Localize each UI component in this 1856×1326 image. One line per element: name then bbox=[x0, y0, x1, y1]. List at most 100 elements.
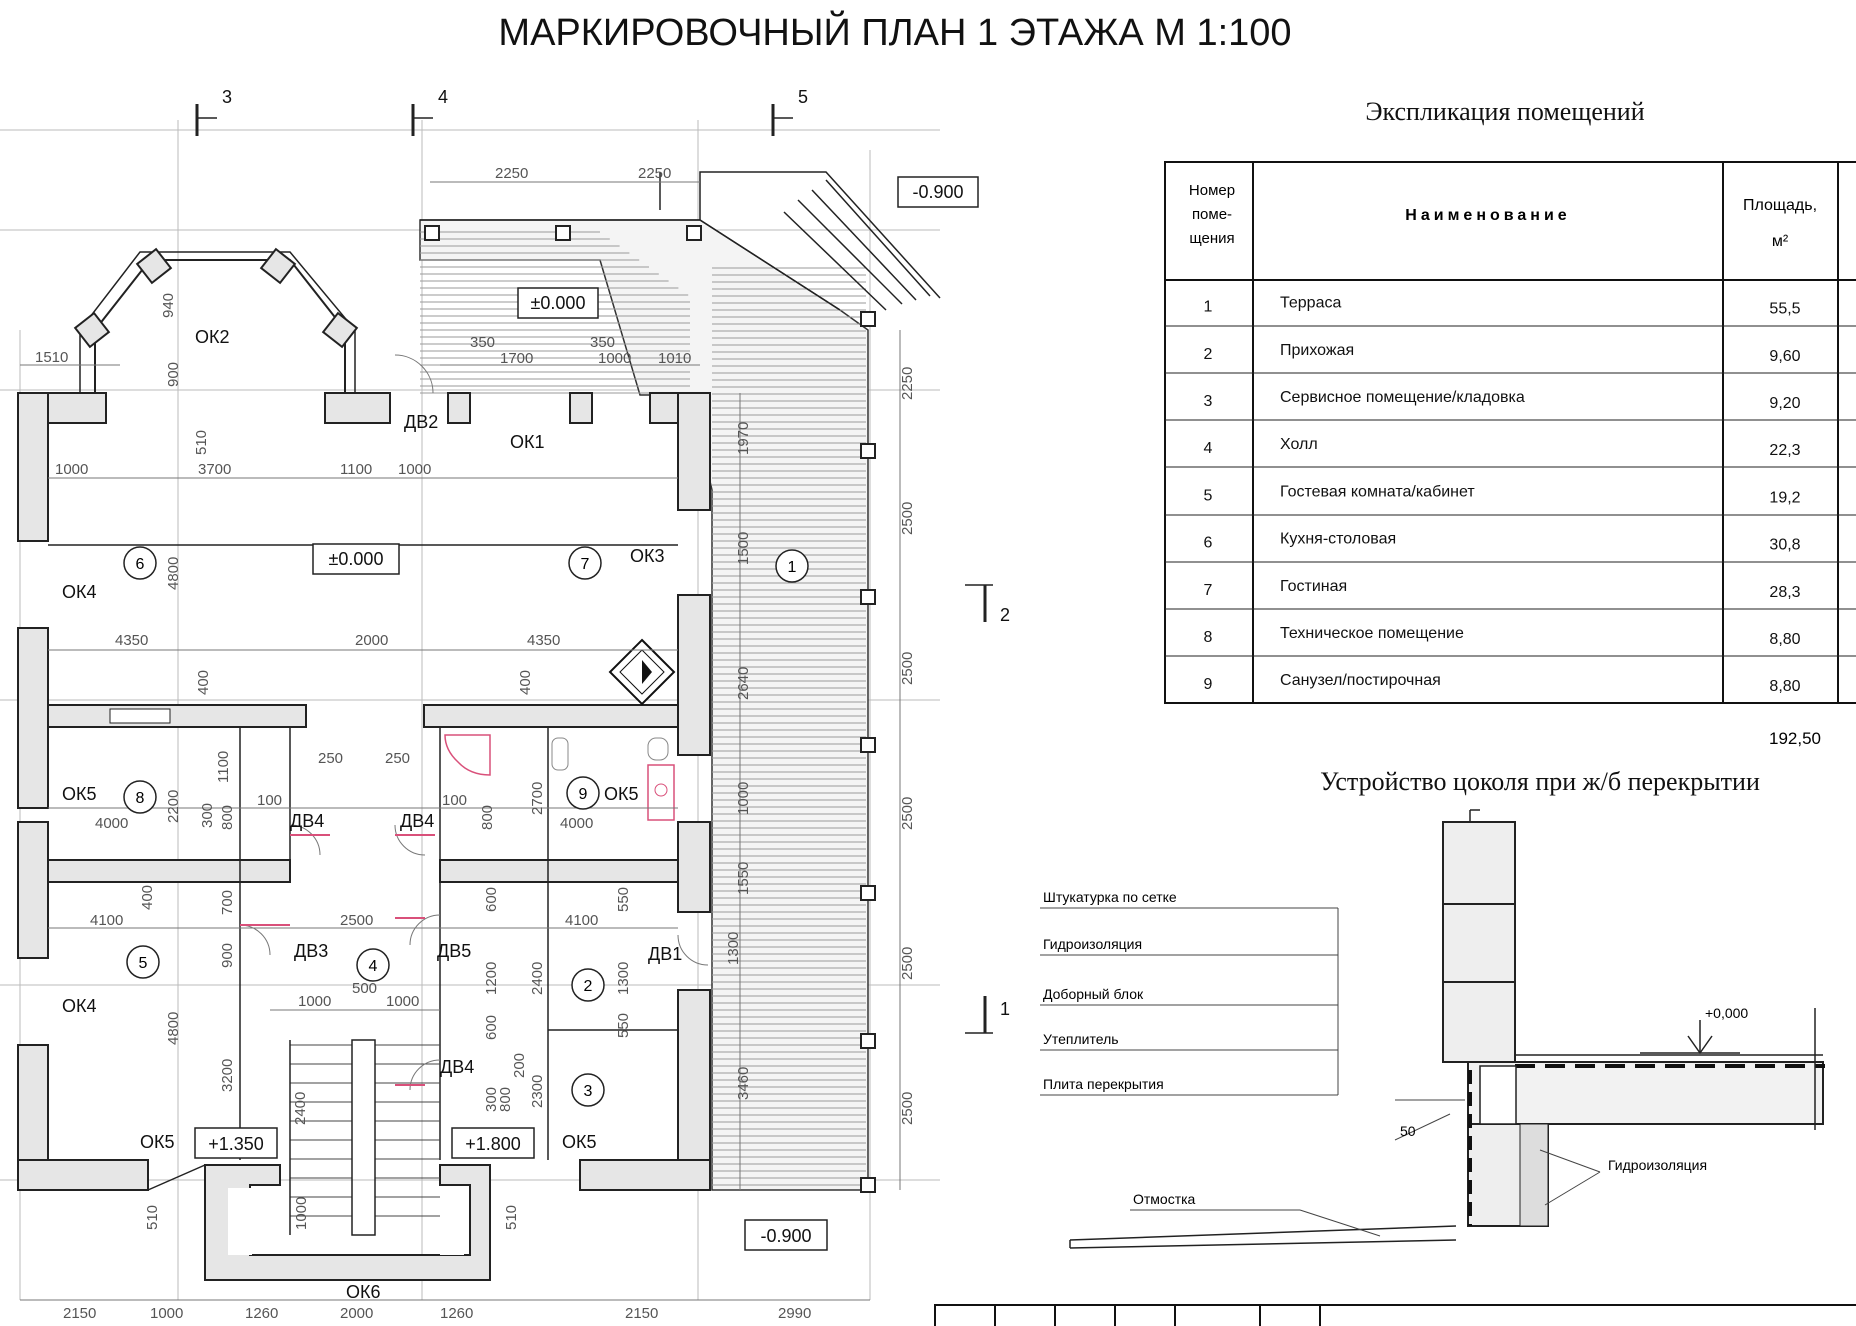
window-ok4-top: ОК4 bbox=[62, 582, 97, 602]
dim-3200: 3200 bbox=[219, 1059, 236, 1092]
room-number-6: 6 bbox=[136, 556, 145, 573]
dim-r1550: 1550 bbox=[735, 862, 752, 895]
dim-510b: 510 bbox=[144, 1205, 161, 1230]
room-number-8: 8 bbox=[136, 790, 145, 807]
dim-1000b: 1000 bbox=[55, 461, 88, 478]
axis-marker-4: 4 bbox=[411, 87, 448, 136]
explication-table: Номер поме- щения Наименование Площадь, … bbox=[1164, 161, 1856, 704]
room-number-5: 5 bbox=[139, 955, 148, 972]
cell-num: 7 bbox=[1204, 582, 1213, 599]
dim-b1260a: 1260 bbox=[245, 1305, 278, 1322]
plinth-detail: Устройство цоколя при ж/б перекрытии +0,… bbox=[1040, 767, 1825, 1249]
plinth-level: +0,000 bbox=[1705, 1005, 1748, 1021]
dim-f2500a: 2500 bbox=[899, 502, 916, 535]
window-ok1: ОК1 bbox=[510, 432, 545, 452]
cell-num: 8 bbox=[1204, 629, 1213, 646]
dim-2200a: 2200 bbox=[165, 790, 182, 823]
section-marker-1: 1 bbox=[965, 996, 1010, 1034]
section-marker-2: 2 bbox=[965, 584, 1010, 625]
plinth-layer-labels: Штукатурка по сетке Гидроизоляция Доборн… bbox=[1043, 889, 1707, 1207]
plinth-waterproofing-label: Гидроизоляция bbox=[1608, 1157, 1707, 1173]
dim-300: 300 bbox=[199, 803, 216, 828]
dim-f2250: 2250 bbox=[899, 367, 916, 400]
dim-350b: 350 bbox=[590, 334, 615, 351]
dim-1200: 1200 bbox=[483, 962, 500, 995]
plinth-blind-area-label: Отмостка bbox=[1133, 1191, 1196, 1207]
dim-250b: 250 bbox=[385, 750, 410, 767]
plinth-leaders bbox=[1040, 907, 1601, 1237]
dim-r2640: 2640 bbox=[735, 667, 752, 700]
level-stair-left: +1.350 bbox=[208, 1134, 264, 1154]
dim-400a: 400 bbox=[195, 670, 212, 695]
bathroom-fixtures bbox=[444, 638, 676, 821]
dim-4000a: 4000 bbox=[95, 815, 128, 832]
explication-block: Экспликация помещений Номер поме- щения bbox=[1164, 97, 1856, 748]
plinth-level-marker: +0,000 bbox=[1640, 1005, 1748, 1055]
room-number-2: 2 bbox=[584, 978, 593, 995]
door-swings bbox=[239, 354, 709, 1091]
cell-area: 55,5 bbox=[1769, 301, 1800, 318]
dimension-lines bbox=[20, 181, 901, 1301]
dim-2700: 2700 bbox=[529, 782, 546, 815]
room-number-4: 4 bbox=[369, 958, 378, 975]
dim-300b: 300 bbox=[483, 1087, 500, 1112]
door-dv3: ДВ3 bbox=[294, 941, 328, 961]
window-ok3: ОК3 bbox=[630, 546, 665, 566]
window-ok2: ОК2 bbox=[195, 327, 230, 347]
window-labels: ОК2 ОК1 ОК3 ОК4 ОК4 ОК5 ОК5 ОК5 ОК5 ОК6 bbox=[62, 327, 665, 1302]
table-header: Номер поме- щения Наименование Площадь, … bbox=[1189, 182, 1817, 250]
cell-area: 8,80 bbox=[1769, 678, 1800, 695]
dim-100b: 100 bbox=[442, 792, 467, 809]
cell-num: 3 bbox=[1204, 393, 1213, 410]
dim-b1000: 1000 bbox=[150, 1305, 183, 1322]
door-dv4-bottom: ДВ4 bbox=[440, 1057, 474, 1077]
dim-r1500: 1500 bbox=[735, 532, 752, 565]
dim-4350a: 4350 bbox=[115, 632, 148, 649]
window-ok6: ОК6 bbox=[346, 1282, 381, 1302]
window-ok5-bottom-right: ОК5 bbox=[562, 1132, 597, 1152]
cell-name: Гостиная bbox=[1280, 578, 1347, 595]
table-row-lines bbox=[1165, 325, 1856, 657]
cell-name: Терраса bbox=[1280, 295, 1341, 312]
dim-600a: 600 bbox=[483, 887, 500, 912]
plinth-dim-label: 50 bbox=[1400, 1123, 1416, 1139]
cell-name: Сервисное помещение/кладовка bbox=[1280, 389, 1525, 406]
window-ok5-left: ОК5 bbox=[62, 784, 97, 804]
dim-1010: 1010 bbox=[658, 350, 691, 367]
cell-name: Гостевая комната/кабинет bbox=[1280, 483, 1475, 500]
level-stair-right: +1.800 bbox=[465, 1134, 521, 1154]
dim-f2500c: 2500 bbox=[899, 797, 916, 830]
dim-800b: 800 bbox=[479, 805, 496, 830]
level-top: ±0.000 bbox=[531, 293, 586, 313]
dim-4350b: 4350 bbox=[527, 632, 560, 649]
dim-r3460: 3460 bbox=[735, 1067, 752, 1100]
dim-1100b: 1100 bbox=[215, 751, 232, 783]
door-dv4-left: ДВ4 bbox=[290, 811, 324, 831]
cell-num: 9 bbox=[1204, 676, 1213, 693]
level-markers: -0.900 ±0.000 ±0.000 +1.350 +1.800 -0.90… bbox=[194, 176, 979, 1251]
axis-marker-5: 5 bbox=[771, 87, 808, 136]
cell-num: 4 bbox=[1204, 440, 1213, 457]
dim-2400a: 2400 bbox=[529, 962, 546, 995]
dim-510c: 510 bbox=[503, 1205, 520, 1230]
plinth-title: Устройство цоколя при ж/б перекрытии bbox=[1320, 767, 1760, 796]
explication-title: Экспликация помещений bbox=[1365, 97, 1644, 126]
cell-num: 6 bbox=[1204, 535, 1213, 552]
cell-num: 5 bbox=[1204, 487, 1213, 504]
dim-700: 700 bbox=[219, 890, 236, 915]
cell-area: 30,8 bbox=[1769, 537, 1800, 554]
cell-name: Санузел/постирочная bbox=[1280, 672, 1441, 689]
interior-walls bbox=[47, 544, 679, 1160]
dim-1000d: 1000 bbox=[298, 993, 331, 1010]
dim-top-a: 2250 bbox=[495, 165, 528, 182]
stairs bbox=[289, 1039, 440, 1236]
dim-1000f: 1000 bbox=[293, 1197, 310, 1230]
dim-b2000: 2000 bbox=[340, 1305, 373, 1322]
